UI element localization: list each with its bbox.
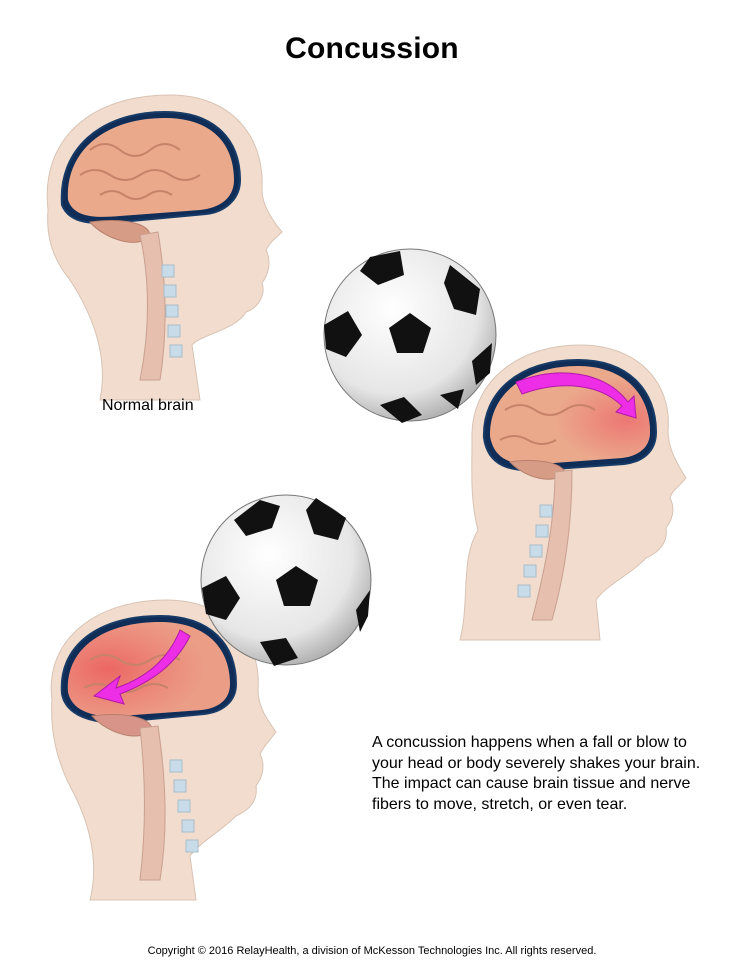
head-normal [46,94,283,401]
description-text: A concussion happens when a fall or blow… [372,734,701,813]
movement-arrow-icon [515,372,637,419]
rebound-arrow-icon [92,629,191,705]
head-impact-rebound [50,599,277,901]
head-impact-front [459,344,687,641]
soccer-ball-icon [323,248,497,423]
page-title: Concussion [285,32,459,65]
soccer-ball-icon [200,494,372,666]
copyright-text: Copyright © 2016 RelayHealth, a division… [147,945,597,957]
normal-brain-label: Normal brain [102,397,194,414]
